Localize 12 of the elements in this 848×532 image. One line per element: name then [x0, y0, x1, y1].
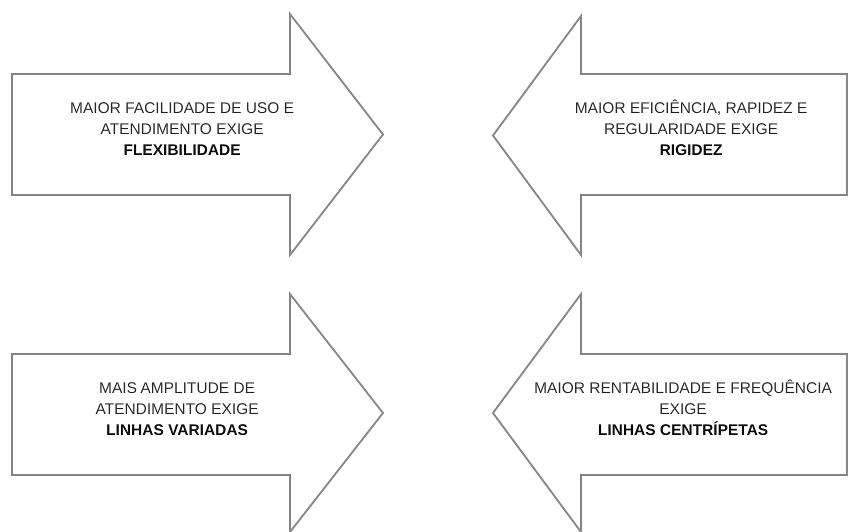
- arrow-text: MAIOR EFICIÊNCIA, RAPIDEZ E REGULARIDADE EXIGE: [574, 98, 808, 140]
- arrow-keyword: RIGIDEZ: [658, 141, 724, 161]
- arrow-text: MAIOR FACILIDADE DE USO E ATENDIMENTO EXIGE: [69, 99, 295, 140]
- arrow-keyword: LINHAS CENTRÍPETAS: [596, 420, 770, 441]
- block-arrow: [12, 14, 383, 255]
- arrow-text: MAIOR RENTABILIDADE E FREQUÊNCIA EXIGE: [533, 378, 833, 420]
- arrow-keyword: LINHAS VARIADAS: [105, 421, 249, 441]
- block-arrow: [12, 294, 383, 532]
- arrow-keyword: FLEXIBILIDADE: [122, 141, 242, 161]
- arrow-text: MAIS AMPLITUDE DE ATENDIMENTO EXIGE: [94, 379, 260, 420]
- block-arrow: [493, 16, 847, 255]
- block-arrow: [493, 294, 847, 532]
